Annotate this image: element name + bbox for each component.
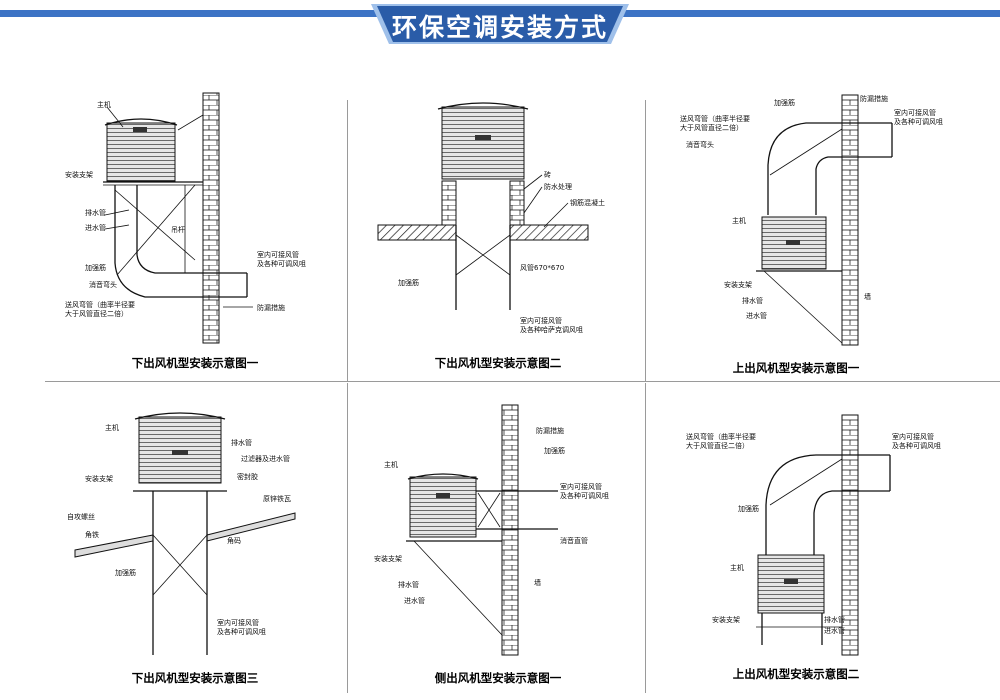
- label-waterproofing: 防水处理: [544, 182, 572, 191]
- diagram-panel-3: 加强筋 防漏措施 送风弯管（曲率半径要 大于风管直径二倍） 消音弯头 室内可接风…: [646, 85, 946, 385]
- label-indoor-duct-2: 及各种可调风咀: [257, 259, 306, 268]
- label-reinforcement: 加强筋: [115, 568, 136, 577]
- page-title: 环保空调安装方式: [391, 13, 608, 42]
- label-hanger-rod: 吊杆: [171, 225, 185, 234]
- caption-4: 下出风机型安装示意图三: [132, 671, 259, 685]
- label-reinforcement: 加强筋: [738, 504, 759, 513]
- column-divider-4: [645, 383, 646, 693]
- install-diagram-4: 主机 排水管 过滤器及进水管 安装支架 密封胶 自攻螺丝 原锌铁瓦 角铁 角码 …: [67, 412, 296, 685]
- label-indoor-duct-1: 室内可接风管: [894, 108, 936, 117]
- label-inlet-pipe: 进水管: [746, 311, 767, 320]
- label-indoor-duct-2: 及各种哈萨克调风咀: [520, 325, 583, 334]
- label-drain-pipe: 排水管: [398, 580, 419, 589]
- install-diagram-3: 加强筋 防漏措施 送风弯管（曲率半径要 大于风管直径二倍） 消音弯头 室内可接风…: [680, 94, 943, 375]
- label-silencer-elbow: 消音弯头: [686, 140, 714, 149]
- label-inlet-pipe: 进水管: [404, 596, 425, 605]
- label-reinforcement: 加强筋: [544, 446, 565, 455]
- label-main-unit: 主机: [97, 100, 111, 109]
- label-indoor-duct-1: 室内可接风管: [257, 250, 299, 259]
- label-reinforcement: 加强筋: [774, 98, 795, 107]
- caption-5: 侧出风机型安装示意图一: [435, 671, 562, 685]
- label-sealant: 密封胶: [237, 472, 258, 481]
- label-supply-elbow-2: 大于风管直径二倍）: [680, 123, 743, 132]
- label-indoor-duct-2: 及各种可调风咀: [217, 627, 266, 636]
- label-silencer-straight: 消音直管: [560, 536, 588, 545]
- diagram-panel-2: 砖 防水处理 钢筋混凝土 风管670*670 加强筋 室内可接风管 及各种哈萨克…: [348, 85, 648, 385]
- caption-6: 上出风机型安装示意图二: [733, 667, 860, 681]
- label-main-unit: 主机: [384, 460, 398, 469]
- install-diagram-6: 送风弯管（曲率半径要 大于风管直径二倍） 室内可接风管 及各种可调风咀 加强筋 …: [686, 414, 941, 681]
- install-diagram-1: 主机 安装支架 排水管 进水管 吊杆 加强筋 消音弯头 送风弯管（曲率半径要 大…: [65, 92, 306, 370]
- label-mount-bracket: 安装支架: [374, 554, 402, 563]
- label-indoor-duct-1: 室内可接风管: [520, 316, 562, 325]
- label-leak-proof: 防漏措施: [536, 426, 564, 435]
- label-supply-elbow-1: 送风弯管（曲率半径要: [65, 300, 135, 309]
- row-divider: [45, 381, 1000, 382]
- label-screw: 自攻螺丝: [67, 512, 95, 521]
- label-supply-elbow-2: 大于风管直径二倍）: [65, 309, 128, 318]
- label-indoor-duct-2: 及各种可调风咀: [894, 117, 943, 126]
- label-brick: 砖: [544, 170, 551, 179]
- install-diagram-2: 砖 防水处理 钢筋混凝土 风管670*670 加强筋 室内可接风管 及各种哈萨克…: [377, 102, 605, 370]
- label-indoor-duct-2: 及各种可调风咀: [892, 441, 941, 450]
- label-main-unit: 主机: [730, 563, 744, 572]
- label-supply-elbow-2: 大于风管直径二倍）: [686, 441, 749, 450]
- label-main-unit: 主机: [732, 216, 746, 225]
- label-mount-bracket: 安装支架: [85, 474, 113, 483]
- label-angle-iron: 角铁: [85, 530, 99, 539]
- install-diagram-5: 防漏措施 加强筋 主机 室内可接风管 及各种可调风咀 消音直管 安装支架 排水管…: [374, 404, 609, 685]
- label-indoor-duct-2: 及各种可调风咀: [560, 491, 609, 500]
- label-concrete: 钢筋混凝土: [570, 198, 605, 207]
- label-drain-pipe: 排水管: [742, 296, 763, 305]
- label-reinforcement: 加强筋: [398, 278, 419, 287]
- label-drain-pipe: 排水管: [231, 438, 252, 447]
- column-divider-1: [347, 100, 348, 382]
- label-tin-roof: 原锌铁瓦: [263, 494, 291, 503]
- caption-3: 上出风机型安装示意图一: [733, 361, 860, 375]
- label-leak-proof: 防漏措施: [860, 94, 888, 103]
- label-indoor-duct-1: 室内可接风管: [560, 482, 602, 491]
- caption-2: 下出风机型安装示意图二: [435, 356, 562, 370]
- label-drain-pipe: 排水管: [824, 615, 845, 624]
- label-drain-pipe: 排水管: [85, 208, 106, 217]
- label-leak-proof: 防漏措施: [257, 303, 285, 312]
- label-indoor-duct-1: 室内可接风管: [892, 432, 934, 441]
- diagram-panel-5: 防漏措施 加强筋 主机 室内可接风管 及各种可调风咀 消音直管 安装支架 排水管…: [348, 395, 648, 695]
- title-banner: [371, 4, 629, 44]
- label-inlet-pipe: 进水管: [824, 626, 845, 635]
- diagram-panel-4: 主机 排水管 过滤器及进水管 安装支架 密封胶 自攻螺丝 原锌铁瓦 角铁 角码 …: [45, 395, 345, 695]
- label-indoor-duct-1: 室内可接风管: [217, 618, 259, 627]
- column-divider-3: [347, 383, 348, 693]
- label-mount-bracket: 安装支架: [65, 170, 93, 179]
- label-filter-inlet: 过滤器及进水管: [241, 454, 290, 463]
- label-wall: 墙: [864, 292, 871, 301]
- label-silencer-elbow: 消音弯头: [89, 280, 117, 289]
- label-duct-size: 风管670*670: [520, 263, 564, 272]
- diagram-panel-6: 送风弯管（曲率半径要 大于风管直径二倍） 室内可接风管 及各种可调风咀 加强筋 …: [646, 395, 946, 695]
- caption-1: 下出风机型安装示意图一: [132, 356, 259, 370]
- label-reinforcement: 加强筋: [85, 263, 106, 272]
- diagram-panel-1: 主机 安装支架 排水管 进水管 吊杆 加强筋 消音弯头 送风弯管（曲率半径要 大…: [45, 85, 345, 385]
- label-wall: 墙: [534, 578, 541, 587]
- label-inlet-pipe: 进水管: [85, 223, 106, 232]
- label-supply-elbow-1: 送风弯管（曲率半径要: [686, 432, 756, 441]
- label-main-unit: 主机: [105, 423, 119, 432]
- label-corner-code: 角码: [227, 536, 241, 545]
- label-mount-bracket: 安装支架: [712, 615, 740, 624]
- label-mount-bracket: 安装支架: [724, 280, 752, 289]
- label-supply-elbow-1: 送风弯管（曲率半径要: [680, 114, 750, 123]
- column-divider-2: [645, 100, 646, 382]
